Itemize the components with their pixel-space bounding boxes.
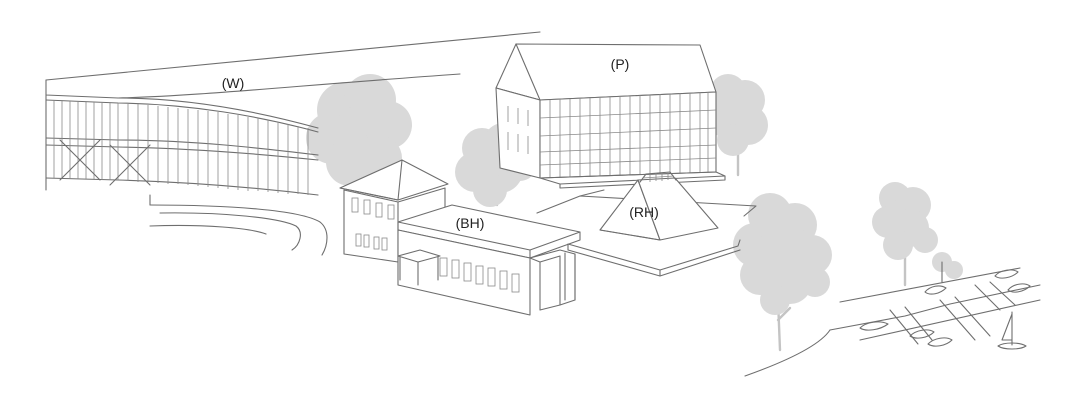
tree-front-right: [733, 193, 832, 352]
tree-far-right: [872, 182, 938, 287]
building-p: [495, 43, 726, 189]
building-bh: [339, 159, 581, 316]
label-w: (W): [222, 75, 245, 91]
shrub-far-right: [932, 252, 963, 279]
label-rh: (RH): [629, 204, 659, 220]
shoreline-and-piers: [744, 261, 1041, 377]
label-p: (P): [611, 56, 630, 72]
building-w: [45, 31, 541, 256]
label-bh: (BH): [456, 215, 485, 231]
building-rh: [536, 171, 757, 277]
tree-right-of-p: [704, 74, 768, 177]
